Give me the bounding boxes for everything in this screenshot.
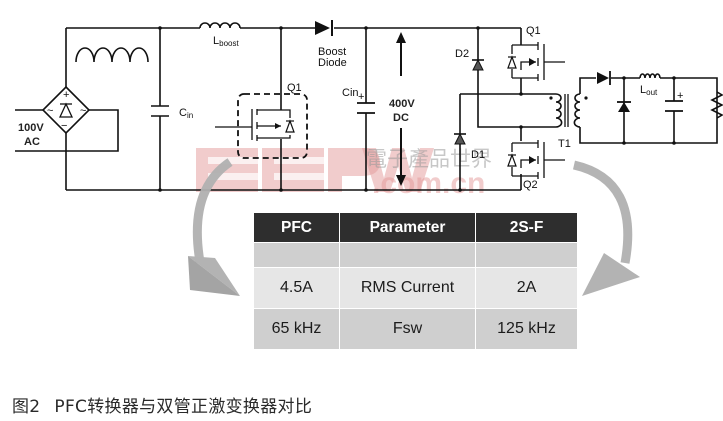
left-curved-arrow-icon xyxy=(188,158,240,296)
transformer-label: T1 xyxy=(558,138,571,150)
figure-caption-text: PFC转换器与双管正激变换器对比 xyxy=(54,397,313,417)
watermark: .com.cn 電子產品世界 xyxy=(196,147,492,200)
freewheel-diode-icon xyxy=(617,101,631,112)
forward-switch-q2-label: Q2 xyxy=(523,179,538,191)
ac-source-type: AC xyxy=(24,136,40,148)
table-cell xyxy=(475,242,578,268)
right-curved-arrow-icon xyxy=(572,160,640,296)
figure-number: 图2 xyxy=(12,397,41,417)
table-cell xyxy=(253,242,340,268)
boost-diode-label-2: Diode xyxy=(318,57,347,69)
forward-switch-q1-label: Q1 xyxy=(526,25,541,37)
bulk-capacitor-polarity: + xyxy=(358,91,364,103)
bridge-ac-right: ~ xyxy=(80,105,86,117)
comparison-table: PFC Parameter 2S-F 4.5A RMS Current 2A 6… xyxy=(253,212,578,350)
figure-caption: 图2 PFC转换器与双管正激变换器对比 xyxy=(12,392,312,417)
input-capacitor xyxy=(151,26,169,192)
boost-inductor-label: Lboost xyxy=(213,35,239,48)
clamp-diode-d1-icon xyxy=(454,132,466,145)
secondary-wiring xyxy=(579,76,718,145)
table-cell: 4.5A xyxy=(253,267,340,309)
table-row: 4.5A RMS Current 2A xyxy=(253,267,578,309)
output-inductor-label: Lout xyxy=(640,84,658,97)
header-pfc: PFC xyxy=(253,212,340,243)
table-cell: RMS Current xyxy=(339,267,476,309)
main-wiring xyxy=(15,27,521,191)
load-resistor-icon xyxy=(710,91,723,119)
watermark-eepw-logo xyxy=(196,148,434,192)
header-parameter: Parameter xyxy=(339,212,476,243)
pfc-switch-label: Q1 xyxy=(287,82,302,94)
boost-inductor-icon xyxy=(199,22,241,29)
output-capacitor-polarity: + xyxy=(677,90,683,102)
output-capacitor-icon: + xyxy=(665,90,683,112)
table-cell: Fsw xyxy=(339,308,476,350)
output-inductor-icon xyxy=(639,73,661,79)
header-2s-f: 2S-F xyxy=(475,212,578,243)
bulk-capacitor: + xyxy=(357,26,375,192)
rectifier-diode-icon xyxy=(597,71,611,85)
bus-voltage-arrow-icon xyxy=(396,32,406,186)
bridge-plus-label: + xyxy=(63,89,69,101)
table-cell xyxy=(339,242,476,268)
watermark-domain: .com.cn xyxy=(372,167,485,200)
bulk-capacitor-label: Cin xyxy=(342,87,359,99)
table-cell: 125 kHz xyxy=(475,308,578,350)
bus-voltage-value: 400V xyxy=(389,98,415,110)
bridge-ac-left: ~ xyxy=(47,105,53,117)
clamp-diode-d2-icon xyxy=(472,58,484,71)
input-capacitor-label: Cin xyxy=(179,107,193,120)
ac-source-voltage: 100V xyxy=(18,122,44,134)
bridge-rectifier: + − ~ ~ xyxy=(41,85,91,135)
table-cell: 2A xyxy=(475,267,578,309)
bus-voltage-type: DC xyxy=(393,112,409,124)
bridge-minus-label: − xyxy=(61,120,67,132)
table-cell: 65 kHz xyxy=(253,308,340,350)
table-header-row: PFC Parameter 2S-F xyxy=(253,212,578,243)
clamp-diode-d1-label: D1 xyxy=(471,149,485,161)
forward-switch-q2 xyxy=(507,140,565,179)
watermark-chinese: 電子產品世界 xyxy=(366,147,492,171)
boost-diode-icon xyxy=(315,20,333,36)
boost-diode-label-1: Boost xyxy=(318,46,346,58)
table-row xyxy=(253,242,578,268)
table-row: 65 kHz Fsw 125 kHz xyxy=(253,308,578,350)
emi-inductor-icon xyxy=(75,47,149,63)
clamp-diode-d2-label: D2 xyxy=(455,48,469,60)
forward-switch-q1 xyxy=(507,42,565,81)
pfc-switch-q1 xyxy=(215,26,308,192)
transformer-t1-icon xyxy=(549,93,588,128)
